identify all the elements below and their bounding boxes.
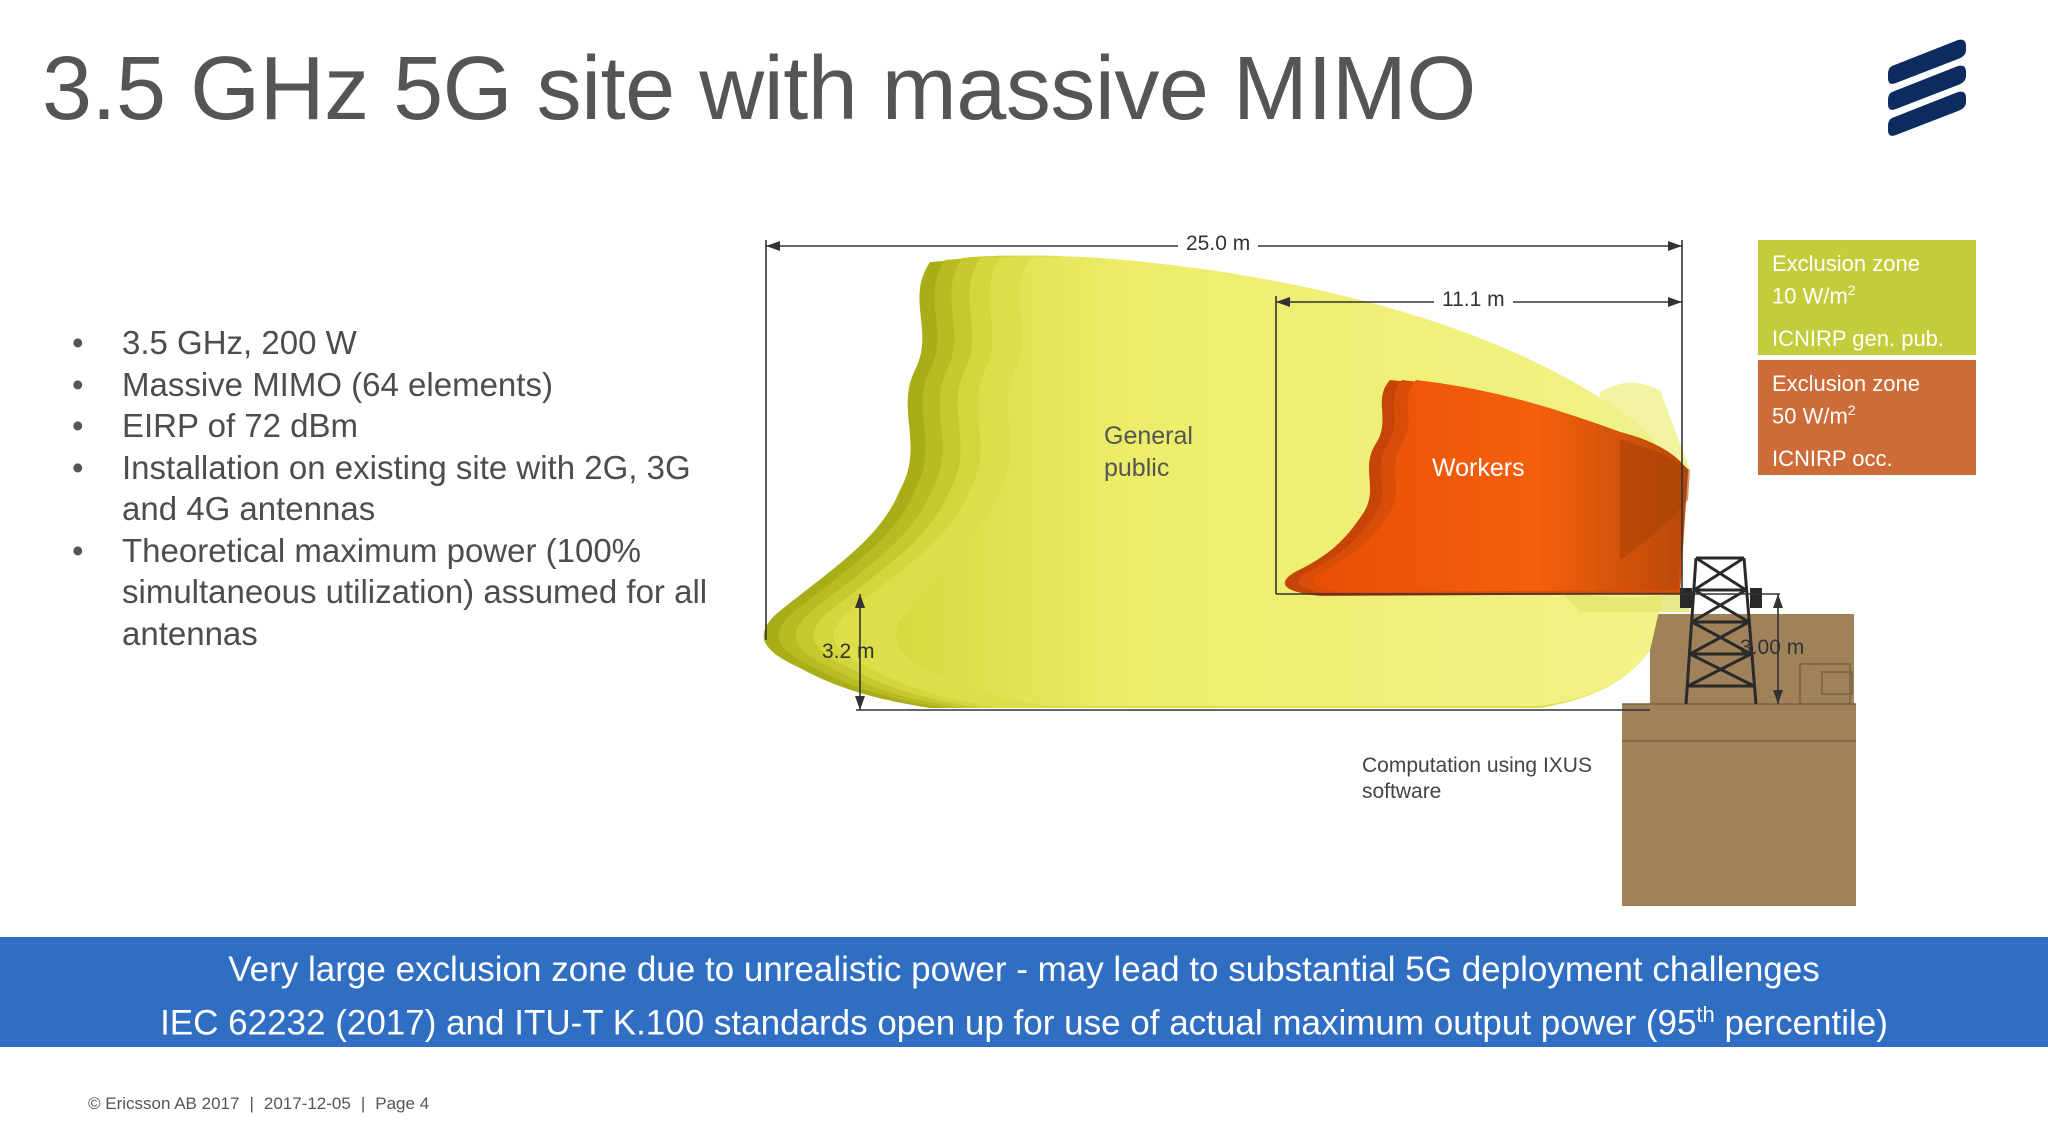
legend-value-text: 10 W/m [1772,283,1848,309]
footer-date: 2017-12-05 [263,1094,351,1113]
bullet-item: Installation on existing site with 2G, 3… [72,447,752,530]
slide-title: 3.5 GHz 5G site with massive MIMO [42,39,1476,139]
banner-line-2: IEC 62232 (2017) and ITU-T K.100 standar… [0,992,2048,1046]
legend-reference: ICNIRP occ. [1772,446,1893,472]
workers-zone [1284,380,1690,596]
legend-title: Exclusion zone [1772,371,1920,396]
legend-general-public: Exclusion zone 10 W/m2 ICNIRP gen. pub. [1758,240,1976,355]
legend-value-sup: 2 [1847,402,1856,418]
dimension-total-length: 25.0 m [1178,232,1259,256]
footer-separator: | [249,1094,254,1113]
bullet-item: EIRP of 72 dBm [72,405,752,447]
footer: © Ericsson AB 2017 | 2017-12-05 | Page 4 [88,1094,429,1114]
dimension-mast-height: 3.00 m [1740,636,1805,659]
banner-line-1: Very large exclusion zone due to unreali… [228,950,1820,989]
exclusion-zone-figure [763,240,1856,906]
computation-note-line: Computation using IXUS [1362,754,1592,777]
footer-page: Page 4 [375,1094,430,1113]
building-shape [1622,614,1856,906]
ericsson-logo-icon [1888,39,1966,136]
legend-value: 10 W/m2 [1772,277,1962,309]
banner-line-2-suffix: percentile) [1714,1003,1888,1043]
computation-note-line: software [1362,780,1442,803]
footer-copyright: © Ericsson AB 2017 [88,1094,240,1113]
legend-workers: Exclusion zone 50 W/m2 ICNIRP occ. [1758,360,1976,475]
conclusion-banner: Very large exclusion zone due to unreali… [0,937,2048,1047]
banner-line-2-sup: th [1696,1002,1715,1027]
antenna-mast-icon [1680,556,1762,705]
bullet-item: Massive MIMO (64 elements) [72,364,752,406]
bullet-list: 3.5 GHz, 200 W Massive MIMO (64 elements… [72,322,752,654]
footer-separator: | [360,1094,366,1113]
computation-note: Computation using IXUS software [1362,753,1642,805]
legend-value-text: 50 W/m [1772,403,1848,429]
bullet-item: 3.5 GHz, 200 W [72,322,752,364]
workers-label: Workers [1432,454,1525,482]
legend-value-sup: 2 [1847,282,1856,298]
legend-value: 50 W/m2 [1772,397,1962,429]
banner-line-2-text: IEC 62232 (2017) and ITU-T K.100 standar… [160,1003,1697,1043]
dimension-workers-length: 11.1 m [1434,288,1513,312]
general-public-label: General public [1104,420,1193,484]
legend-title: Exclusion zone [1772,251,1920,276]
dimension-lower-height: 3.2 m [822,640,875,663]
legend-reference: ICNIRP gen. pub. [1772,326,1945,352]
general-public-label-line: General [1104,422,1193,450]
general-public-label-line: public [1104,454,1170,482]
bullet-item: Theoretical maximum power (100% simultan… [72,530,752,655]
